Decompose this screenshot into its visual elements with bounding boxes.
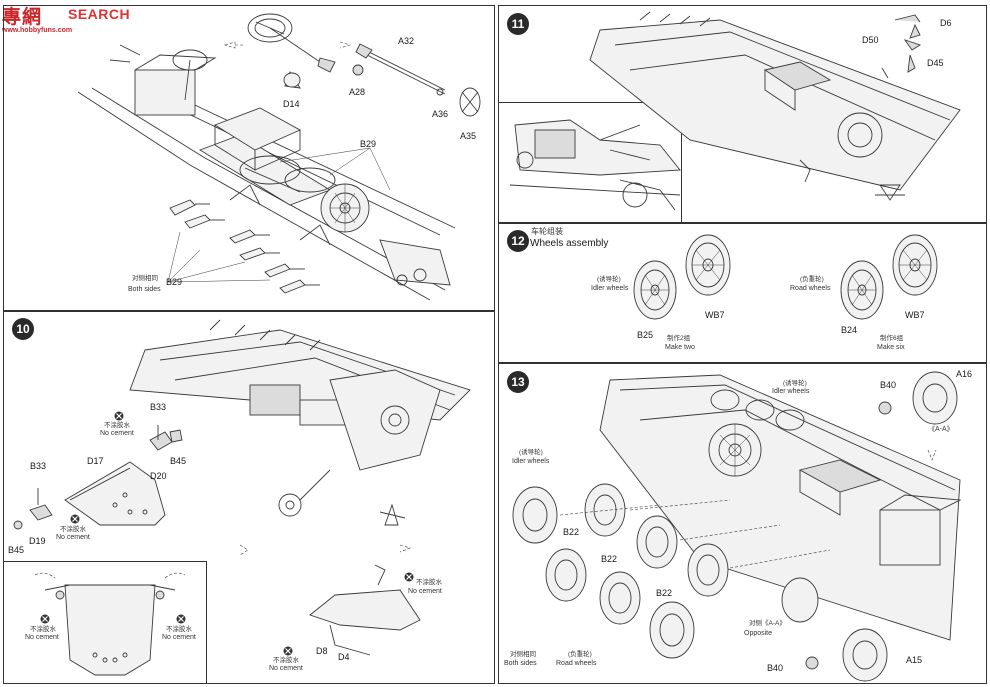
watermark-url: www.hobbyfuns.com <box>2 27 73 34</box>
panel-step-13 <box>498 363 987 684</box>
section-aa: 《A-A》 <box>928 426 954 433</box>
panel-step-9 <box>3 5 495 311</box>
part-label-b45-left: B45 <box>8 545 25 555</box>
part-label-d20: D20 <box>150 471 167 481</box>
no-cement-icon <box>404 572 414 582</box>
part-label-d45: D45 <box>927 58 944 68</box>
panel-step-10-detail <box>3 561 207 684</box>
step9-chassis-drawing <box>77 13 481 301</box>
no-cement-icon <box>40 614 50 624</box>
part-label-b25: B25 <box>637 330 654 340</box>
both-sides-cn: 对侧相同 <box>510 651 536 658</box>
part-label-a32: A32 <box>398 36 415 46</box>
no-cement-cn: 不涂胶水 <box>416 579 442 586</box>
make-two-cn: 制作2组 <box>667 335 691 342</box>
both-sides-en: Both sides <box>504 660 537 667</box>
no-cement-en: No cement <box>56 534 90 541</box>
step-number-13: 13 <box>507 371 529 393</box>
step13-wheels <box>512 483 729 659</box>
part-label-b24: B24 <box>841 325 858 335</box>
step-number-11: 11 <box>507 13 529 35</box>
part-label-b40-bottom: B40 <box>767 663 784 673</box>
make-six-cn: 制作6组 <box>880 335 904 342</box>
step11-chassis-drawing <box>509 11 961 211</box>
idler-wheels-en: Idler wheels <box>591 285 629 292</box>
panel-step-10 <box>3 311 495 684</box>
no-cement-en: No cement <box>162 634 196 641</box>
part-label-d14: D14 <box>283 99 300 109</box>
part-label-a35: A35 <box>460 131 477 141</box>
part-label-b45-right: B45 <box>170 456 187 466</box>
make-six-en: Make six <box>877 344 905 351</box>
idler-wheels-cn: (诱导轮) <box>597 276 621 283</box>
road-wheels-en: Road wheels <box>790 285 831 292</box>
panel-step-12 <box>498 223 987 363</box>
b29-parts <box>169 199 320 294</box>
part-label-d19: D19 <box>29 536 46 546</box>
no-cement-cn: 不涂胶水 <box>60 526 86 533</box>
step10-chassis-drawing <box>13 319 471 676</box>
no-cement-en: No cement <box>408 588 442 595</box>
no-cement-en: No cement <box>25 634 59 641</box>
road-wheels-cn: (负重轮) <box>568 651 592 658</box>
make-two-en: Make two <box>665 344 695 351</box>
part-label-b29-top: B29 <box>360 139 377 149</box>
idler-wheels-cn: (诱导轮) <box>519 449 543 456</box>
no-cement-icon <box>176 614 186 624</box>
part-label-d4: D4 <box>338 652 350 662</box>
step-number-12: 12 <box>507 230 529 252</box>
road-wheels-en: Road wheels <box>556 660 597 667</box>
both-sides-cn: 对侧相同 <box>132 275 158 282</box>
opposite-cn: 对侧《A-A》 <box>749 620 786 627</box>
panel-step-11-inset <box>498 102 682 223</box>
part-label-d50: D50 <box>862 35 879 45</box>
idler-wheels-en: Idler wheels <box>512 458 550 465</box>
no-cement-icon <box>283 646 293 656</box>
part-label-d17: D17 <box>87 456 104 466</box>
watermark: 專網 SEARCH www.hobbyfuns.com <box>0 0 160 42</box>
wheels-assembly-title-cn: 车轮组装 <box>531 227 563 236</box>
part-label-b22-a: B22 <box>563 527 580 537</box>
part-label-a15: A15 <box>906 655 923 665</box>
part-label-b29-bottom: B29 <box>166 277 183 287</box>
part-label-a36: A36 <box>432 109 449 119</box>
road-wheels-cn: (负重轮) <box>800 276 824 283</box>
wheels-assembly-title-en: Wheels assembly <box>530 238 609 249</box>
idler-wheels-cn: (诱导轮) <box>783 380 807 387</box>
no-cement-cn: 不涂胶水 <box>104 422 130 429</box>
step-number-10: 10 <box>12 318 34 340</box>
part-label-wb7-right: WB7 <box>905 310 925 320</box>
part-label-b22-b: B22 <box>601 554 618 564</box>
no-cement-en: No cement <box>269 665 303 672</box>
no-cement-icon <box>70 514 80 524</box>
part-label-d6: D6 <box>940 18 952 28</box>
part-label-b40-top: B40 <box>880 380 897 390</box>
no-cement-cn: 不涂胶水 <box>30 626 56 633</box>
watermark-brand: SEARCH <box>68 6 131 22</box>
part-label-a28: A28 <box>349 87 366 97</box>
part-label-d8: D8 <box>316 646 328 656</box>
no-cement-icon <box>114 411 124 421</box>
no-cement-en: No cement <box>100 430 134 437</box>
part-label-b33-top: B33 <box>150 402 167 412</box>
idler-wheels-en: Idler wheels <box>772 388 810 395</box>
part-label-b22-c: B22 <box>656 588 673 598</box>
step12-wheels-drawing <box>633 234 938 320</box>
both-sides-en: Both sides <box>128 286 161 293</box>
part-label-wb7-left: WB7 <box>705 310 725 320</box>
step13-chassis-drawing <box>512 371 962 682</box>
opposite-en: Opposite <box>744 630 773 637</box>
part-label-b33-left: B33 <box>30 461 47 471</box>
no-cement-cn: 不涂胶水 <box>166 626 192 633</box>
no-cement-cn: 不涂胶水 <box>273 657 299 664</box>
part-label-a16: A16 <box>956 369 973 379</box>
watermark-logo: 專網 <box>2 7 43 28</box>
